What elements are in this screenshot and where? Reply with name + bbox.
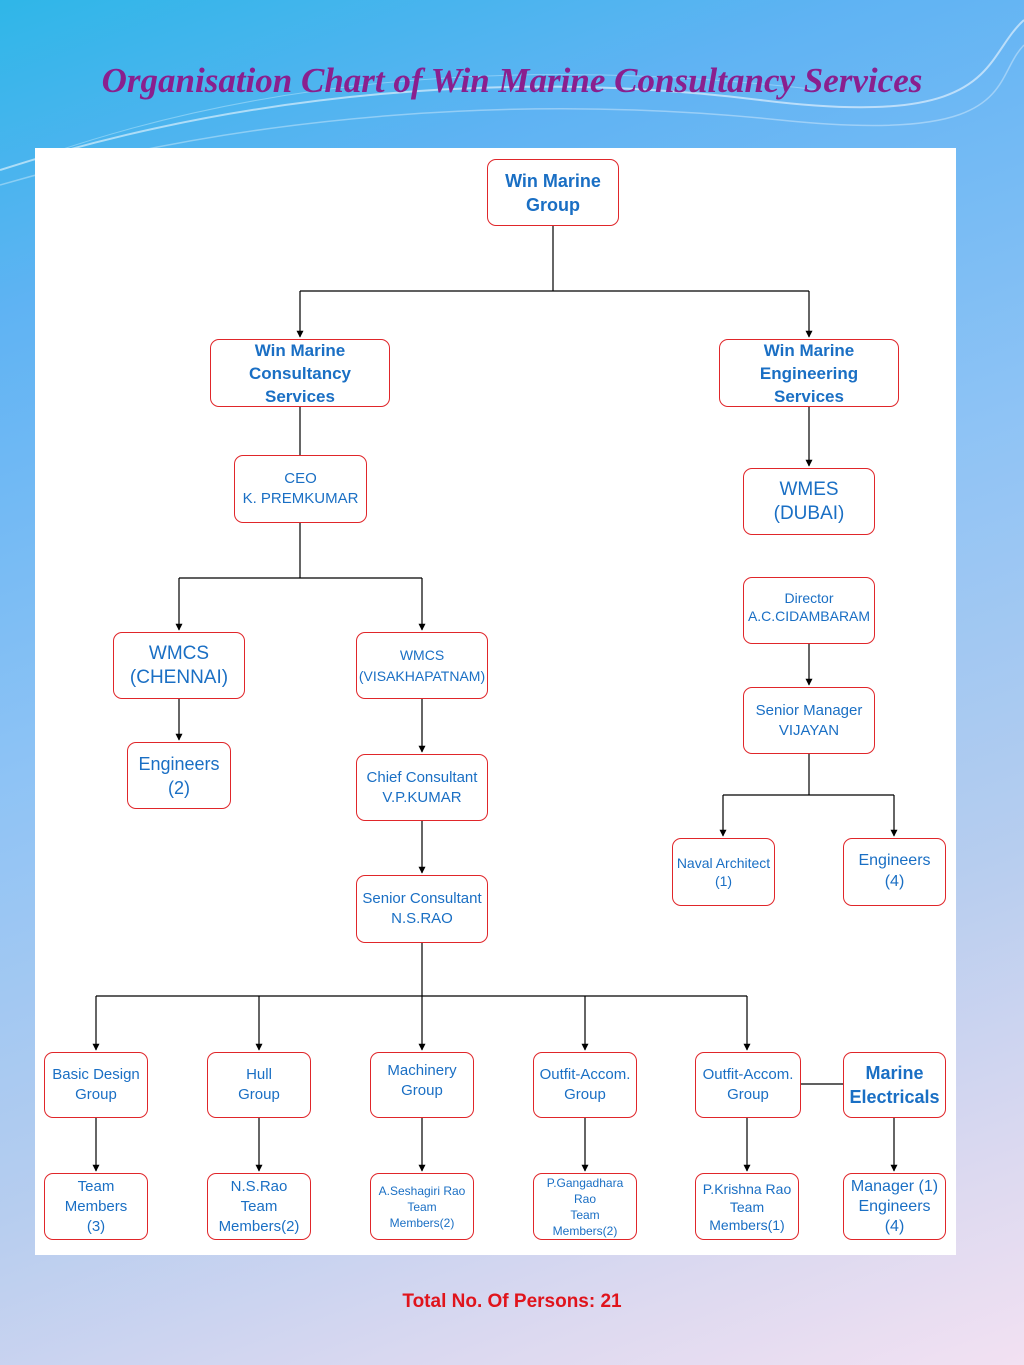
- node-line: Engineering: [759, 363, 859, 383]
- node-ceo: CEO K. PREMKUMAR: [234, 455, 367, 523]
- node-wmes-dubai: WMES (DUBAI): [743, 468, 875, 535]
- node-line: N.S.Rao: [230, 1177, 288, 1195]
- node-line: (CHENNAI): [129, 666, 229, 688]
- node-line: Members(2): [389, 1215, 455, 1230]
- node-line: Team: [407, 1199, 437, 1214]
- node-line: Senior Manager: [755, 701, 863, 719]
- connector-lines: [92, 226, 898, 1172]
- page-title: Organisation Chart of Win Marine Consult…: [101, 61, 923, 100]
- node-wmcs-visakhapatnam: WMCS (VISAKHAPATNAM): [356, 632, 488, 699]
- node-team-outfit-1: P.Gangadhara Rao Team Members(2): [533, 1173, 637, 1240]
- node-line: Win Marine: [763, 340, 855, 360]
- node-line: Manager (1): [850, 1177, 939, 1195]
- node-line: (3): [86, 1217, 106, 1235]
- node-line: Members(2): [218, 1217, 300, 1235]
- node-line: Group: [75, 1086, 117, 1103]
- node-line: Rao: [573, 1191, 596, 1206]
- node-line: Win Marine: [254, 340, 346, 360]
- node-line: K. PREMKUMAR: [242, 490, 359, 507]
- node-line: VIJAYAN: [778, 721, 840, 739]
- node-senior-consultant: Senior Consultant N.S.RAO: [356, 875, 488, 943]
- node-win-marine-group: Win Marine Group: [487, 159, 619, 226]
- node-naval-architect: Naval Architect (1): [672, 838, 775, 906]
- node-outfit-accom-group-2: Outfit-Accom. Group: [695, 1052, 801, 1118]
- node-marine-electricals: Marine Electricals: [843, 1052, 946, 1118]
- node-line: CEO: [284, 470, 317, 487]
- node-director: Director A.C.CIDAMBARAM: [743, 577, 875, 644]
- node-line: Win Marine: [505, 170, 601, 191]
- node-wmcs-chennai: WMCS (CHENNAI): [113, 632, 245, 699]
- node-line: Members: [64, 1197, 128, 1215]
- node-team-hull: N.S.Rao Team Members(2): [207, 1173, 311, 1240]
- org-chart-panel: Win Marine Group Win Marine Consultancy …: [35, 148, 956, 1255]
- node-line: Team: [240, 1197, 278, 1215]
- node-hull-group: Hull Group: [207, 1052, 311, 1118]
- node-line: P.Gangadhara: [546, 1175, 624, 1190]
- node-line: (DUBAI): [773, 502, 845, 524]
- node-line: Hull: [246, 1066, 272, 1083]
- node-line: N.S.RAO: [391, 910, 453, 927]
- node-line: Team: [729, 1198, 765, 1215]
- node-line: (1): [714, 873, 733, 889]
- node-line: Marine: [865, 1063, 924, 1083]
- node-line: Services: [774, 386, 844, 406]
- node-chief-consultant: Chief Consultant V.P.KUMAR: [356, 754, 488, 821]
- node-basic-design-group: Basic Design Group: [44, 1052, 148, 1118]
- node-line: Engineers: [858, 852, 931, 869]
- node-line: V.P.KUMAR: [382, 788, 462, 806]
- node-line: Consultancy: [248, 363, 352, 383]
- node-line: Senior Consultant: [362, 890, 482, 907]
- node-line: Members(1): [709, 1216, 785, 1233]
- node-chennai-engineers: Engineers (2): [127, 742, 231, 809]
- node-line: Engineers: [858, 1197, 931, 1215]
- node-line: Group: [564, 1086, 606, 1103]
- node-line: (4): [884, 1217, 905, 1235]
- node-line: Electricals: [849, 1087, 940, 1107]
- node-line: (VISAKHAPATNAM): [358, 667, 486, 684]
- node-outfit-accom-group-1: Outfit-Accom. Group: [533, 1052, 637, 1118]
- node-wmcs-header: Win Marine Consultancy Services: [210, 339, 390, 407]
- node-line: Group: [401, 1082, 443, 1099]
- node-team-outfit-2: P.Krishna Rao Team Members(1): [695, 1173, 799, 1240]
- node-line: Machinery: [387, 1062, 457, 1079]
- node-line: Naval Architect: [676, 855, 771, 871]
- node-line: Director: [784, 590, 834, 606]
- node-line: Group: [238, 1086, 280, 1103]
- node-wmes-engineers: Engineers (4): [843, 838, 946, 906]
- background-swoosh: [0, 19, 1024, 186]
- node-line: WMCS: [399, 646, 445, 663]
- node-line: Outfit-Accom.: [539, 1066, 631, 1083]
- node-line: Team: [77, 1177, 115, 1195]
- node-senior-manager: Senior Manager VIJAYAN: [743, 687, 875, 754]
- node-line: Group: [526, 194, 580, 215]
- node-line: A.Seshagiri Rao: [378, 1183, 466, 1198]
- node-line: (4): [884, 873, 905, 890]
- node-line: Engineers: [138, 753, 220, 774]
- node-line: A.C.CIDAMBARAM: [747, 608, 871, 624]
- node-team-marine-electricals: Manager (1) Engineers (4): [843, 1173, 946, 1240]
- node-line: Team: [570, 1207, 600, 1222]
- node-line: (2): [168, 777, 190, 798]
- total-persons: Total No. Of Persons: 21: [402, 1291, 622, 1312]
- node-machinery-group: Machinery Group: [370, 1052, 474, 1118]
- node-line: Outfit-Accom.: [702, 1066, 794, 1083]
- node-team-basic-design: Team Members (3): [44, 1173, 148, 1240]
- node-line: WMCS: [148, 642, 210, 664]
- node-line: Group: [727, 1086, 769, 1103]
- node-wmes-header: Win Marine Engineering Services: [719, 339, 899, 407]
- node-line: Members(2): [552, 1223, 618, 1238]
- node-line: Basic Design: [52, 1066, 140, 1083]
- node-line: Chief Consultant: [366, 768, 478, 786]
- node-team-machinery: A.Seshagiri Rao Team Members(2): [370, 1173, 474, 1240]
- node-line: WMES: [779, 478, 839, 500]
- node-line: P.Krishna Rao: [702, 1180, 792, 1197]
- node-line: Services: [265, 386, 335, 406]
